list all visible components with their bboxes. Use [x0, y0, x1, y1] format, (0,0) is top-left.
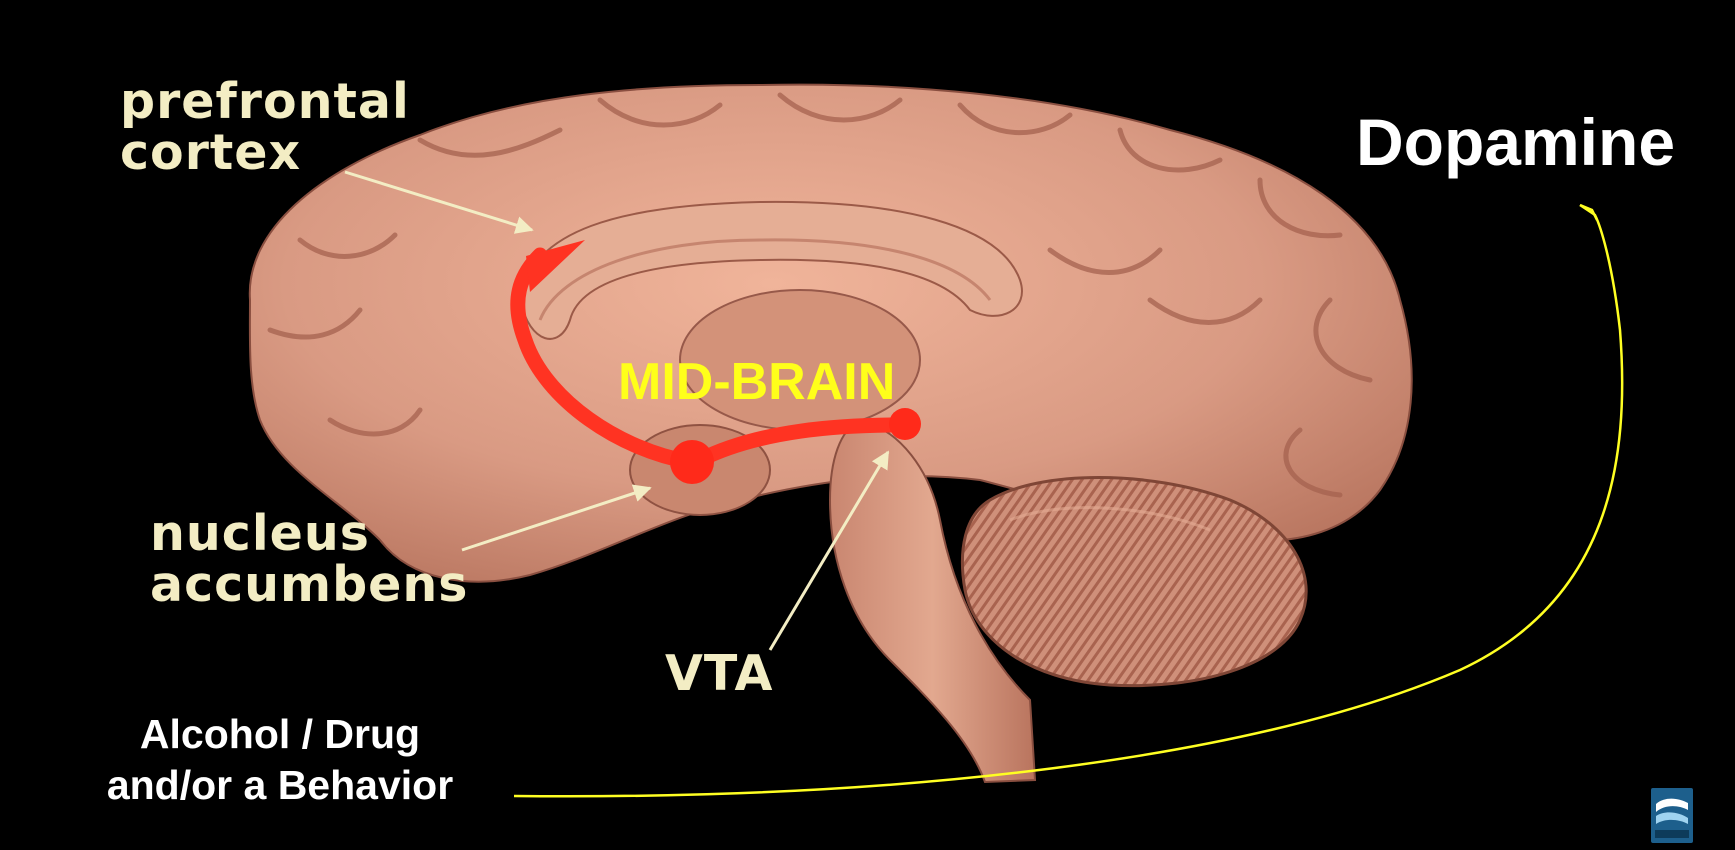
vta-node	[889, 408, 921, 440]
prefrontal-cortex-label: prefrontal cortex	[120, 76, 410, 179]
trigger-label-line2: and/or a Behavior	[80, 760, 480, 811]
trigger-label: Alcohol / Drug and/or a Behavior	[80, 709, 480, 812]
prefrontal-label-line1: prefrontal	[120, 76, 410, 127]
nucleus-accumbens-node	[670, 440, 714, 484]
trigger-label-line1: Alcohol / Drug	[80, 709, 480, 760]
prefrontal-label-line2: cortex	[120, 127, 410, 178]
nucleus-accumbens-label: nucleus accumbens	[150, 508, 468, 611]
savant-logo-icon	[1651, 788, 1693, 843]
vta-label: VTA	[665, 648, 773, 699]
nucleus-label-line2: accumbens	[150, 559, 468, 610]
dopamine-label: Dopamine	[1356, 104, 1675, 180]
midbrain-label: MID-BRAIN	[618, 352, 895, 412]
nucleus-label-line1: nucleus	[150, 508, 468, 559]
